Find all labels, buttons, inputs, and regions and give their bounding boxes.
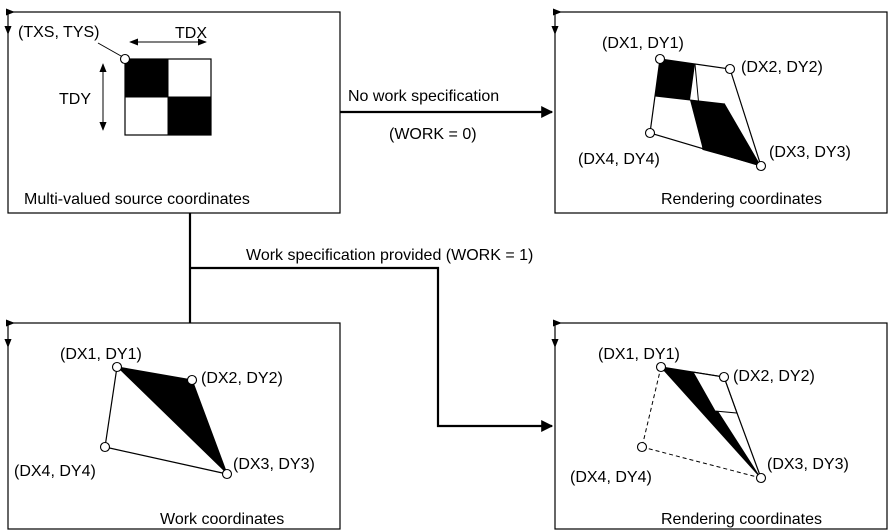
no-work-flow: No work specification (WORK = 0) [340, 88, 554, 143]
point-1-label: (DX1, DY1) [598, 346, 680, 363]
point-1-label: (DX1, DY1) [60, 346, 142, 363]
point-1-label: (DX1, DY1) [602, 35, 684, 52]
mapped-quad [649, 58, 762, 167]
point-3-label: (DX3, DY3) [767, 456, 849, 473]
clipped-shape [641, 366, 762, 479]
work-panel: (DX1, DY1) (DX2, DY2) (DX3, DY3) (DX4, D… [4, 319, 341, 530]
work-label: Work specification provided (WORK = 1) [246, 247, 533, 264]
point-3 [755, 472, 767, 484]
point-3-label: (DX3, DY3) [233, 456, 315, 473]
point-4 [99, 441, 111, 453]
render-work-caption: Rendering coordinates [661, 511, 822, 528]
point-2-label: (DX2, DY2) [741, 59, 823, 76]
point-1 [654, 53, 666, 65]
origin-point [119, 53, 131, 65]
point-2-label: (DX2, DY2) [201, 370, 283, 387]
point-1 [111, 361, 123, 373]
work-arrow [190, 266, 554, 432]
point-3 [221, 468, 233, 480]
point-2 [724, 63, 736, 75]
work-caption: Work coordinates [160, 511, 284, 528]
point-4 [644, 127, 656, 139]
point-3-label: (DX3, DY3) [769, 144, 851, 161]
render-direct-panel: (DX1, DY1) (DX2, DY2) (DX3, DY3) (DX4, D… [551, 8, 888, 214]
point-4-label: (DX4, DY4) [570, 469, 652, 486]
checker-texture [124, 58, 212, 136]
point-4-label: (DX4, DY4) [578, 151, 660, 168]
point-4-label: (DX4, DY4) [14, 463, 96, 480]
point-3 [755, 160, 767, 172]
point-2 [718, 371, 730, 383]
render-work-panel: (DX1, DY1) (DX2, DY2) (DX3, DY3) (DX4, D… [551, 319, 888, 530]
render-direct-caption: Rendering coordinates [661, 191, 822, 208]
point-4 [636, 441, 648, 453]
no-work-label: No work specification [348, 88, 499, 105]
point-2 [186, 374, 198, 386]
no-work-value: (WORK = 0) [389, 126, 477, 143]
source-panel: (TXS, TYS) TDX TDY Multi-valued source c… [4, 8, 341, 214]
origin-label: (TXS, TYS) [18, 24, 100, 41]
source-caption: Multi-valued source coordinates [24, 191, 250, 208]
tdy-label: TDY [59, 91, 91, 108]
work-flow: Work specification provided (WORK = 1) [188, 213, 554, 432]
origin-leader [97, 42, 122, 57]
point-2-label: (DX2, DY2) [733, 368, 815, 385]
tdx-label: TDX [175, 25, 207, 42]
point-1 [655, 361, 667, 373]
